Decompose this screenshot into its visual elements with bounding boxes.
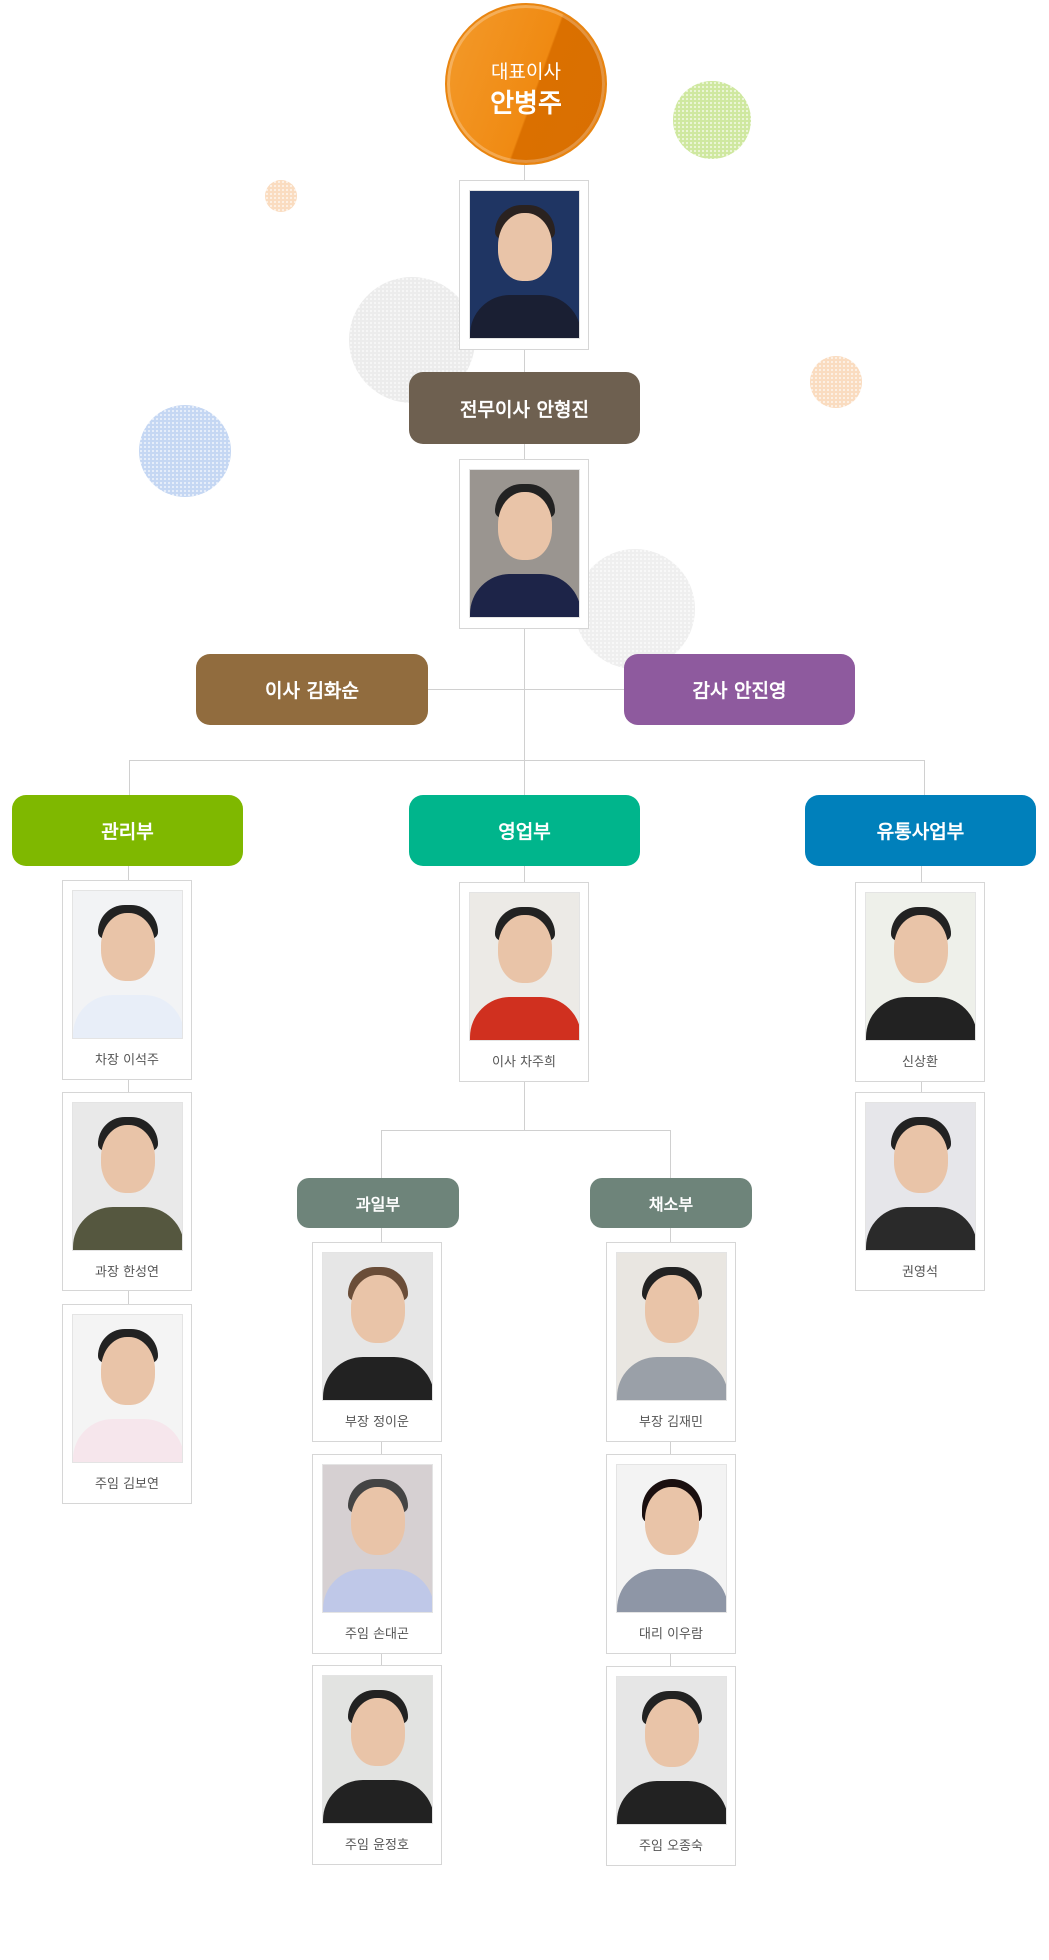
decor-circle-blue <box>139 405 231 497</box>
dept-distribution: 유통사업부 <box>805 795 1036 866</box>
member-card: 신상환 <box>855 882 985 1082</box>
member-name: 권영석 <box>902 1265 938 1280</box>
member-photo <box>72 1102 183 1251</box>
decor-circle-orange <box>810 356 862 408</box>
dept-management: 관리부 <box>12 795 243 866</box>
member-card: 주임 오종숙 <box>606 1666 736 1866</box>
auditor-box: 감사 안진영 <box>624 654 855 725</box>
member-name: 대리 이우람 <box>639 1627 703 1642</box>
member-card: 부장 정이운 <box>312 1242 442 1442</box>
member-name: 주임 오종숙 <box>639 1839 703 1854</box>
ceo-title: 대표이사 <box>491 61 561 83</box>
dept-sales: 영업부 <box>409 795 640 866</box>
member-card: 차장 이석주 <box>62 880 192 1080</box>
connector <box>924 760 925 795</box>
member-photo <box>72 1314 183 1463</box>
member-photo <box>865 1102 976 1251</box>
member-name: 부장 정이운 <box>345 1415 409 1430</box>
member-name: 과장 한성연 <box>95 1265 159 1280</box>
decor-circle-orange-small <box>265 180 297 212</box>
decor-circle-grey-2 <box>575 549 695 669</box>
member-card: 권영석 <box>855 1092 985 1291</box>
decor-circle-grey <box>349 277 475 403</box>
ceo-badge: 대표이사 안병주 <box>445 3 607 165</box>
decor-circle-green <box>673 81 751 159</box>
member-card: 부장 김재민 <box>606 1242 736 1442</box>
member-card: 대리 이우람 <box>606 1454 736 1654</box>
member-photo <box>616 1464 727 1613</box>
director-box: 이사 김화순 <box>196 654 428 725</box>
member-photo <box>865 892 976 1041</box>
member-photo <box>322 1252 433 1401</box>
member-card: 주임 윤정호 <box>312 1665 442 1865</box>
ceo-photo <box>469 190 580 339</box>
member-card: 이사 차주희 <box>459 882 589 1082</box>
member-name: 주임 김보연 <box>95 1477 159 1492</box>
member-name: 신상환 <box>902 1055 938 1070</box>
executive-photo <box>469 469 580 618</box>
connector <box>129 760 925 761</box>
subdept-vegetable: 채소부 <box>590 1178 752 1228</box>
connector <box>129 760 130 795</box>
member-photo <box>616 1676 727 1825</box>
member-card: 주임 김보연 <box>62 1304 192 1504</box>
executive-photo-card <box>459 459 589 629</box>
member-name: 주임 손대곤 <box>345 1627 409 1642</box>
member-photo <box>616 1252 727 1401</box>
member-card: 주임 손대곤 <box>312 1454 442 1654</box>
member-name: 이사 차주희 <box>492 1055 556 1070</box>
connector <box>381 1130 671 1131</box>
subdept-fruit: 과일부 <box>297 1178 459 1228</box>
ceo-photo-card <box>459 180 589 350</box>
ceo-name: 안병주 <box>490 89 562 119</box>
member-name: 차장 이석주 <box>95 1053 159 1068</box>
connector <box>128 866 129 1306</box>
executive-box: 전무이사 안형진 <box>409 372 640 444</box>
member-photo <box>322 1675 433 1824</box>
connector <box>428 689 624 690</box>
member-photo <box>72 890 183 1039</box>
member-photo <box>469 892 580 1041</box>
member-name: 부장 김재민 <box>639 1415 703 1430</box>
member-photo <box>322 1464 433 1613</box>
member-name: 주임 윤정호 <box>345 1838 409 1853</box>
member-card: 과장 한성연 <box>62 1092 192 1291</box>
